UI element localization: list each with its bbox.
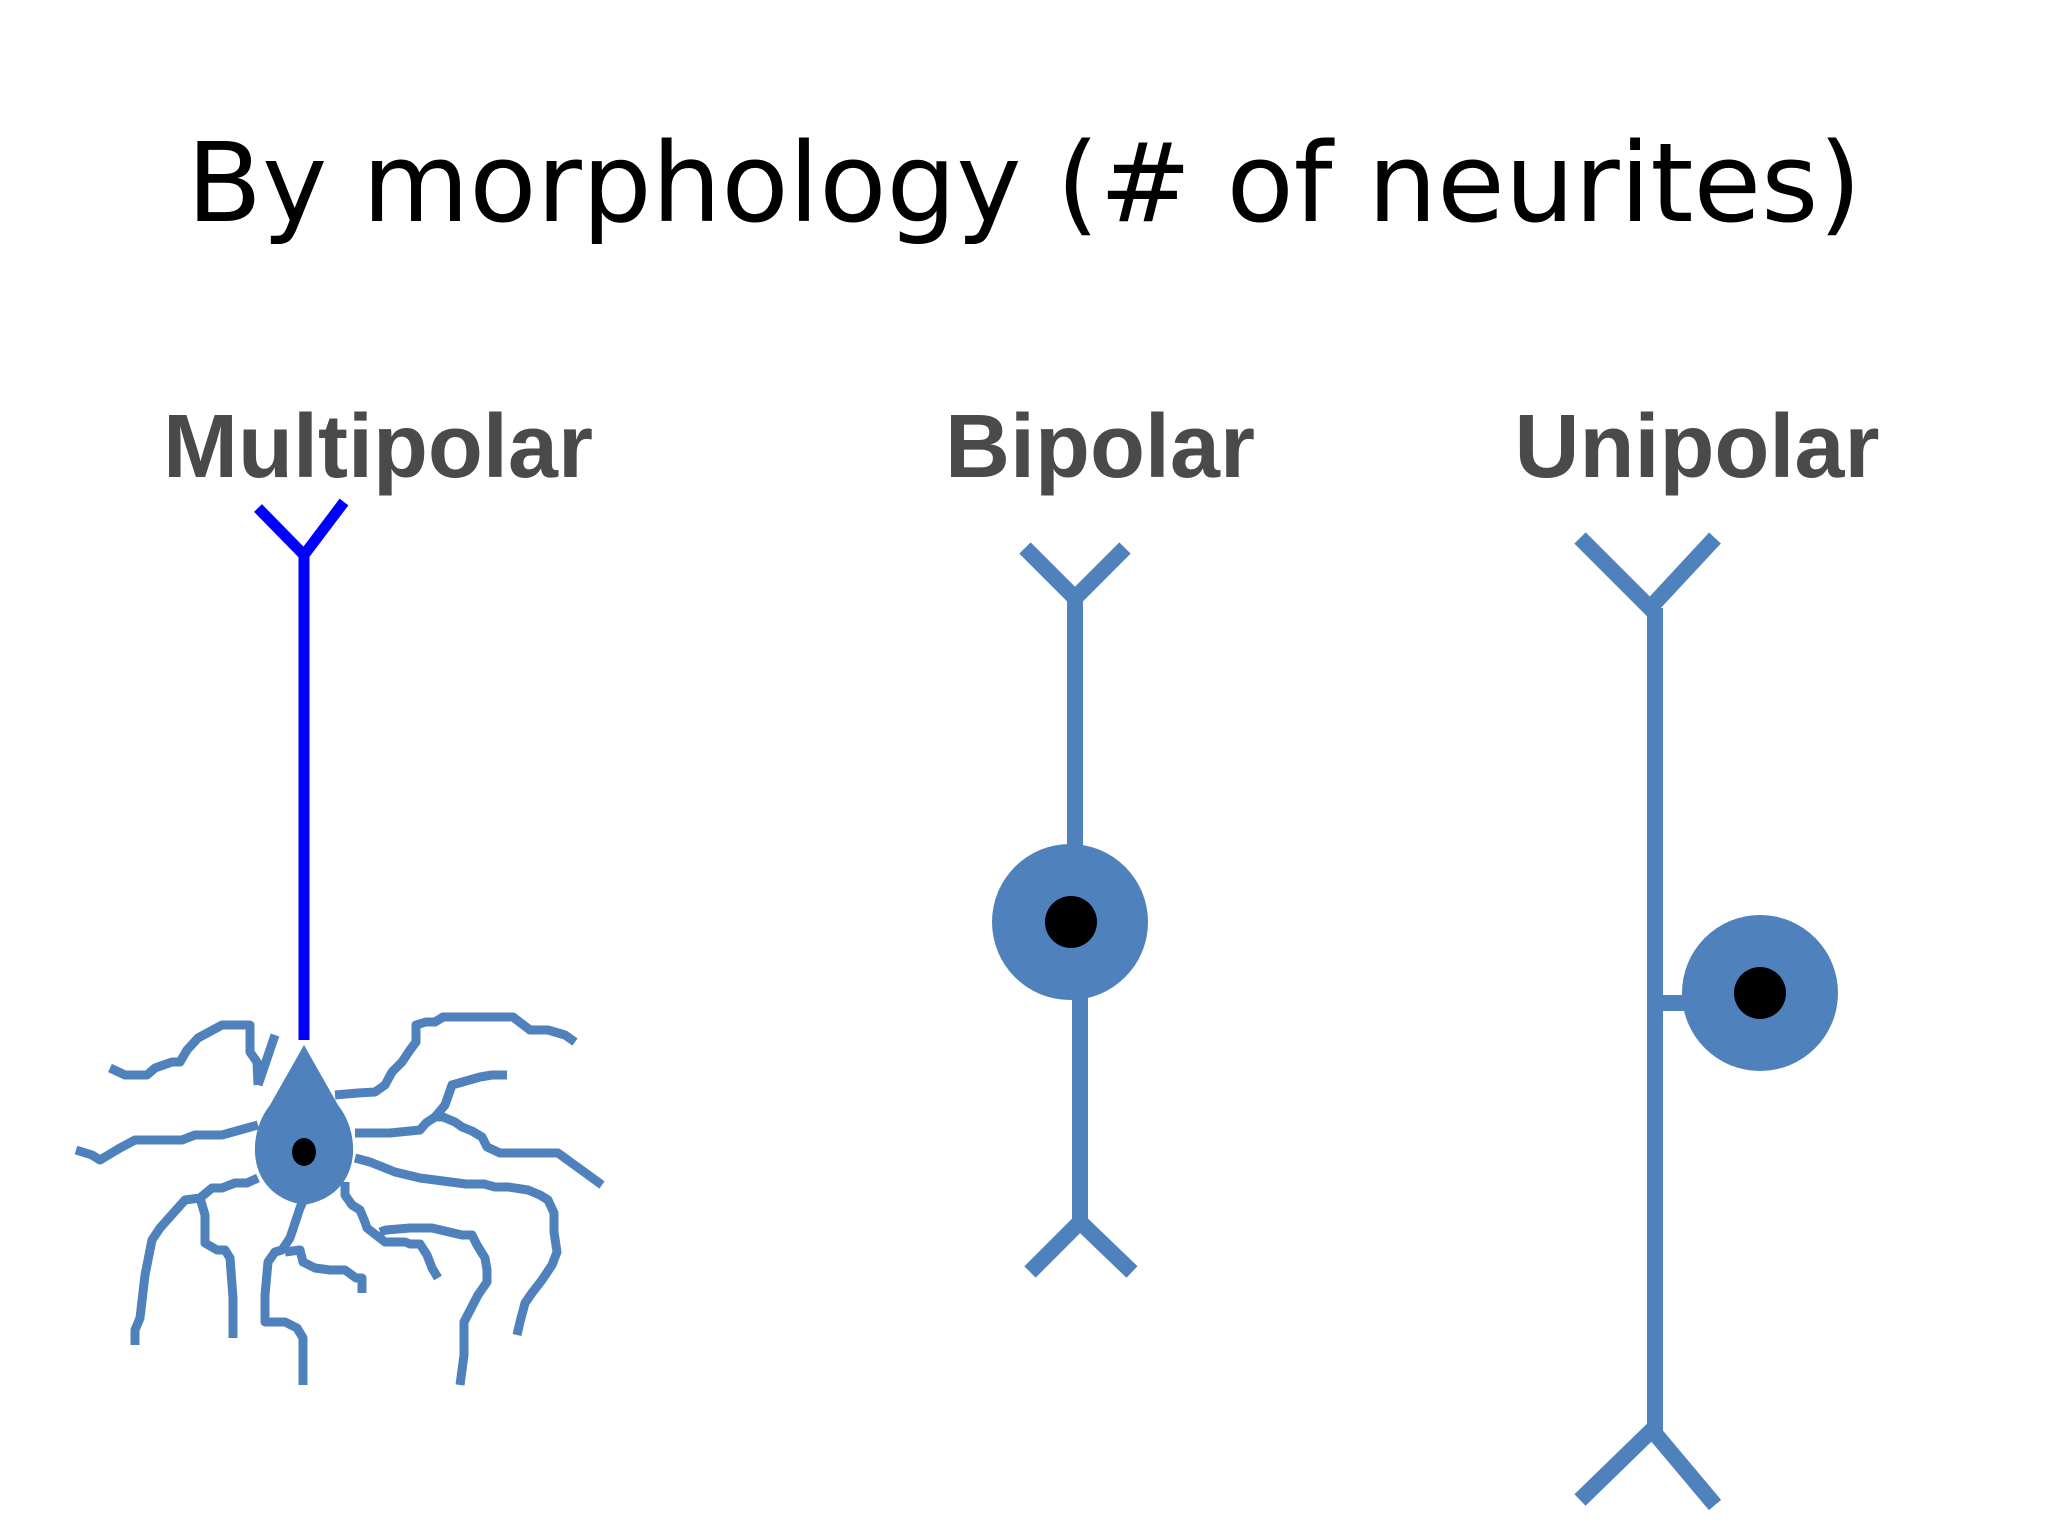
multipolar-neuron: Multipolar <box>74 397 605 1386</box>
unipolar-nucleus <box>1734 967 1786 1019</box>
multipolar-soma <box>254 1045 354 1205</box>
multipolar-nucleus <box>292 1138 316 1166</box>
bipolar-processes <box>1019 542 1138 1278</box>
unipolar-neuron: Unipolar <box>1514 397 1880 1511</box>
multipolar-label: Multipolar <box>163 397 593 497</box>
multipolar-axon <box>254 498 349 1040</box>
multipolar-dendrites <box>74 1012 605 1386</box>
bipolar-label: Bipolar <box>945 397 1255 497</box>
bipolar-neuron: Bipolar <box>945 397 1255 1278</box>
slide-title: By morphology (# of neurites) <box>186 119 1862 247</box>
bipolar-nucleus <box>1045 896 1097 948</box>
unipolar-label: Unipolar <box>1514 397 1879 497</box>
